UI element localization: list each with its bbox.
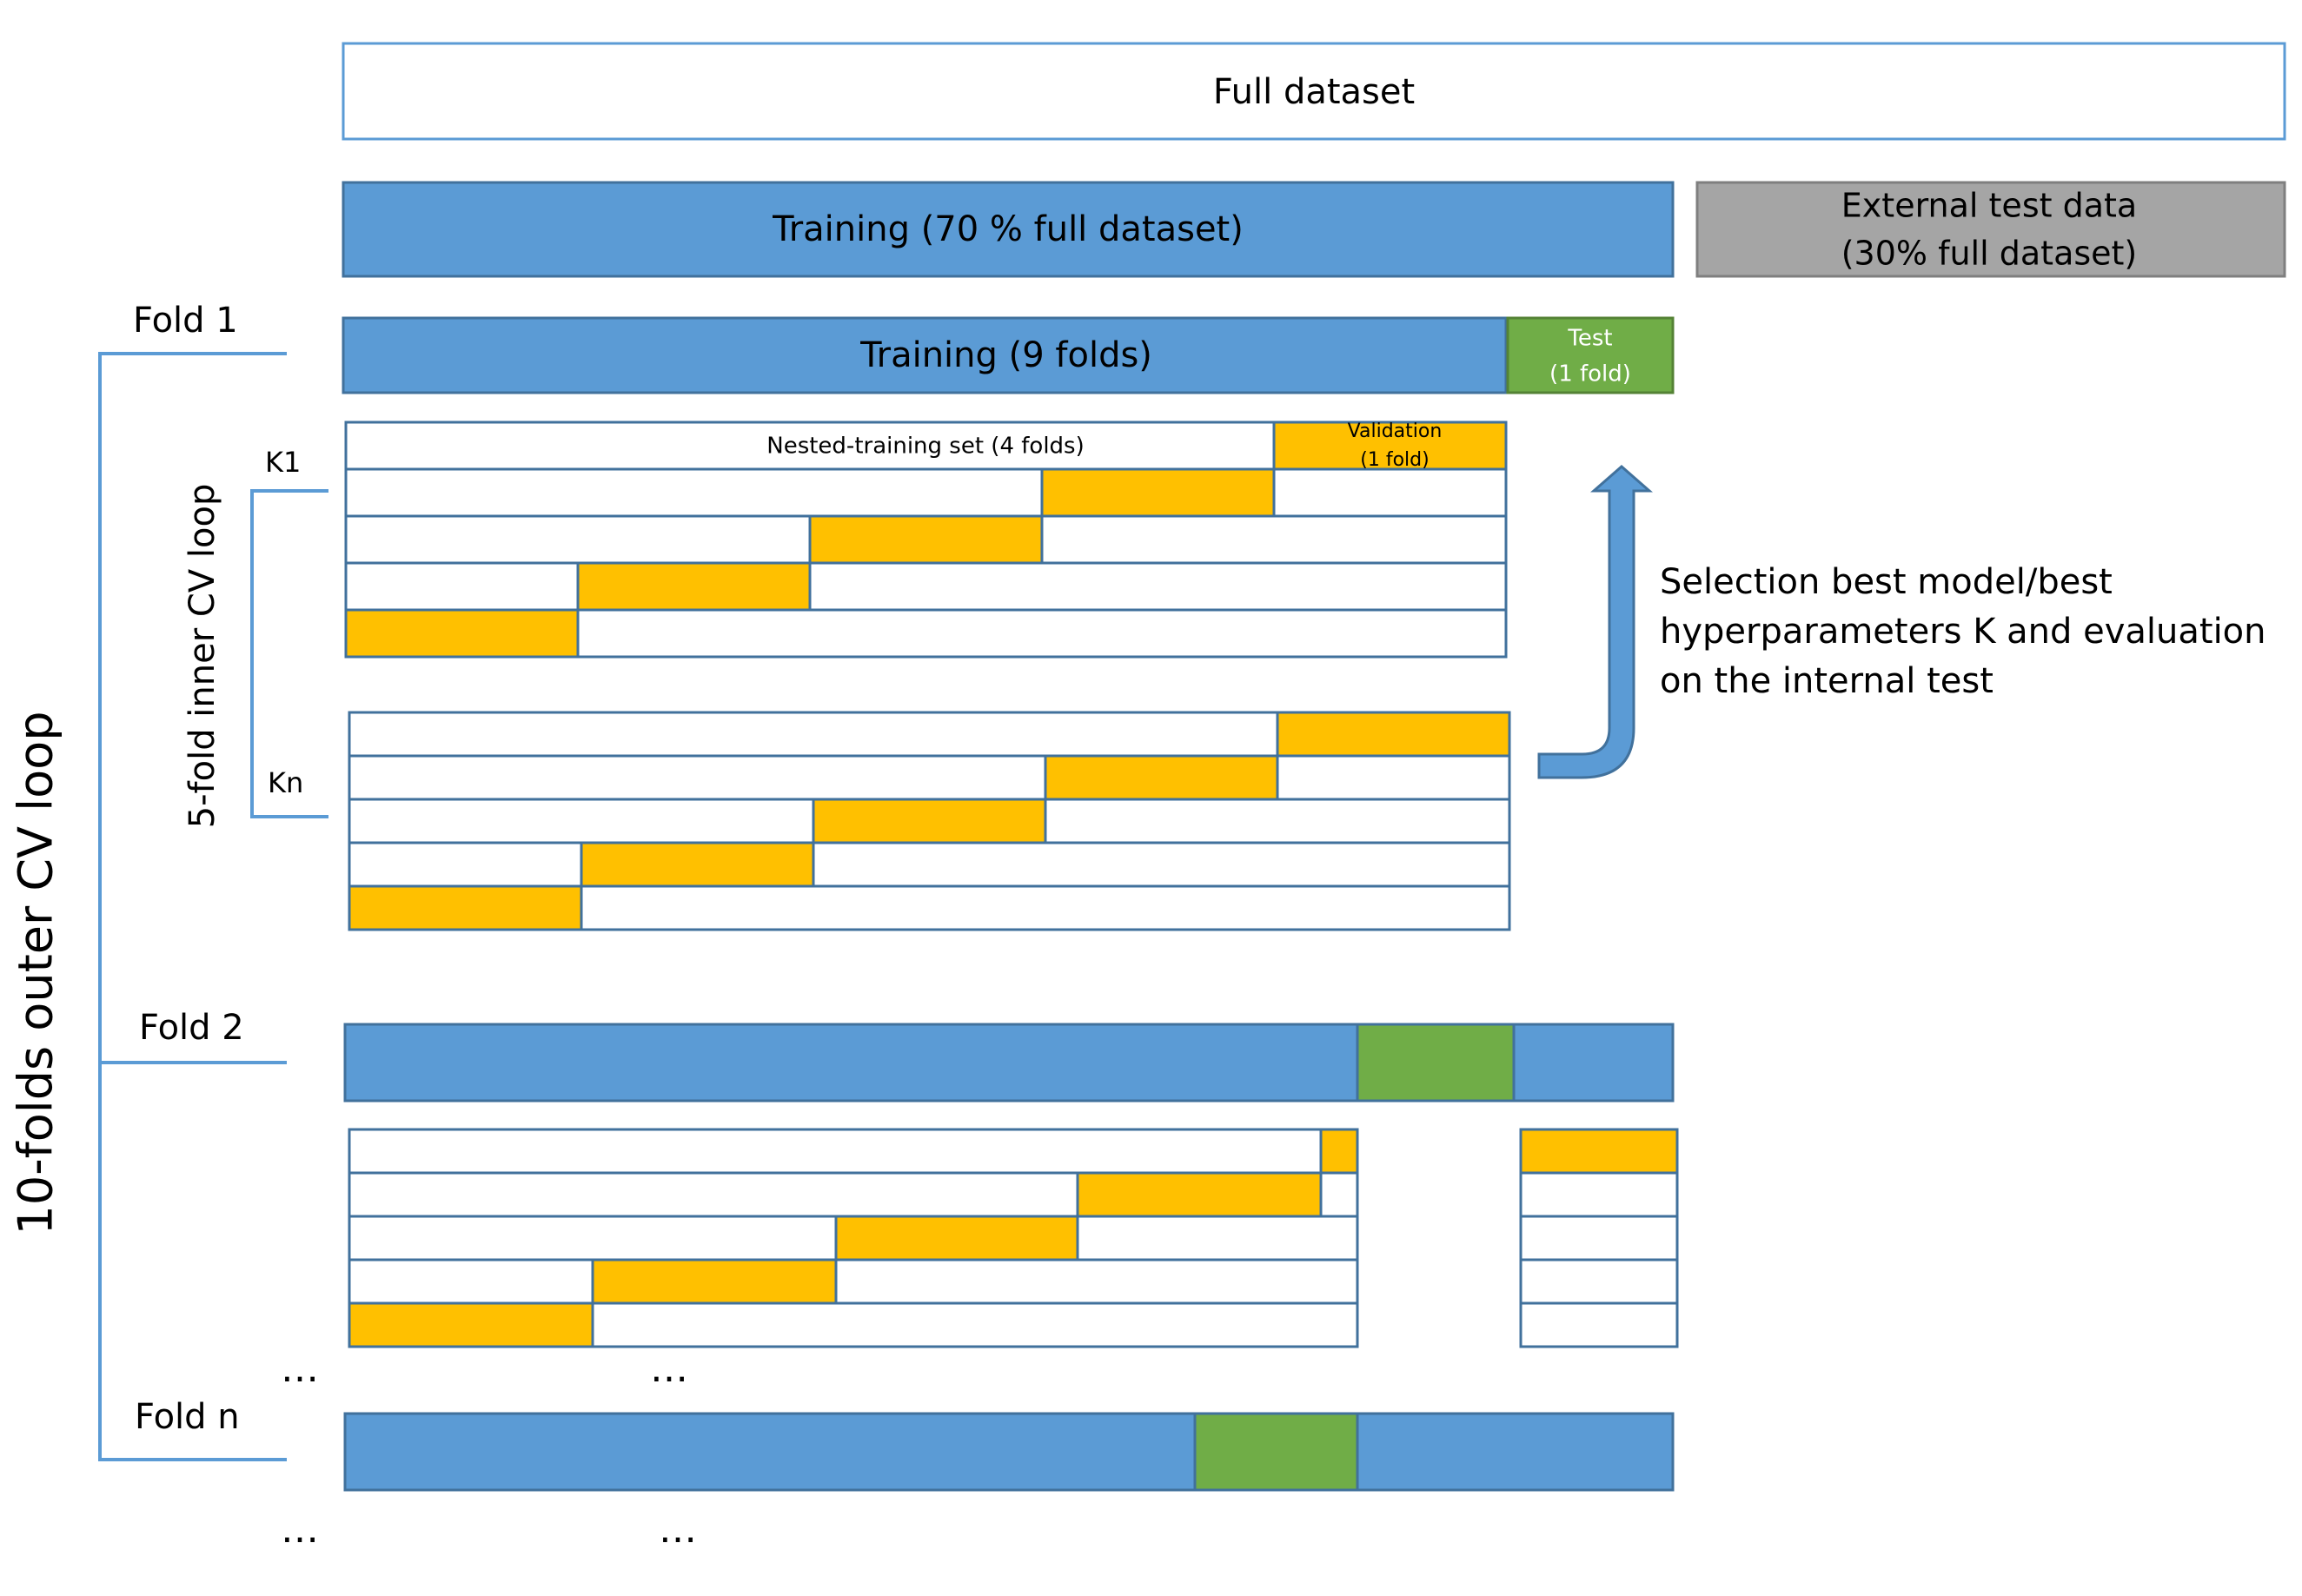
ellipsis-3: … (281, 1507, 319, 1552)
inner-cv-block-kn (348, 711, 1511, 931)
fold1-test-label-line1: Test (1567, 326, 1612, 352)
kn-validation-fold-1 (1276, 711, 1511, 758)
k1-label: K1 (265, 446, 301, 479)
k1-validation-fold-5 (344, 608, 580, 659)
k1-validation-fold-2 (1040, 467, 1276, 518)
fold2-row-4 (348, 1258, 1359, 1305)
fold2-training-left (343, 1023, 1359, 1103)
fold2-validation-fold-3 (834, 1215, 1079, 1262)
fold2-right-row-5 (1519, 1301, 1679, 1348)
fold1-training-label: Training (9 folds) (859, 335, 1152, 375)
selection-text-line3: on the internal test (1660, 661, 1994, 701)
ellipsis-4: … (659, 1507, 697, 1552)
selection-text-line1: Selection best model/best (1660, 562, 2113, 602)
external-test-label-line1: External test data (1841, 187, 2137, 225)
selection-arrow (1537, 465, 1653, 779)
fold2-test-box (1356, 1023, 1516, 1103)
outer-loop-bracket (98, 352, 287, 1461)
kn-row-2 (348, 754, 1511, 801)
external-test-box (1695, 181, 2286, 278)
fold2-validation-fold-4 (591, 1258, 838, 1305)
fold2-right-row-3 (1519, 1215, 1679, 1262)
fold2-validation-fold-5 (348, 1301, 594, 1348)
kn-label: Kn (268, 766, 303, 799)
inner-cv-block-fold2-right (1519, 1128, 1679, 1348)
fold2-right-row-1 (1519, 1128, 1679, 1175)
full-dataset-label: Full dataset (1213, 72, 1415, 112)
nested-training-label: Nested-training set (4 folds) (766, 434, 1085, 460)
foldn-label: Fold n (135, 1397, 240, 1437)
k1-validation-fold-4 (576, 561, 812, 612)
foldn-training-left (343, 1412, 1197, 1492)
ellipsis-2: … (650, 1347, 688, 1391)
outer-loop-label: 10-folds outer CV loop (9, 711, 63, 1235)
foldn-training-right (1356, 1412, 1675, 1492)
kn-validation-fold-4 (580, 841, 815, 888)
k1-validation-fold-3 (808, 514, 1044, 565)
fold2-label: Fold 2 (139, 1008, 244, 1048)
training-70-box (342, 181, 1675, 278)
kn-validation-fold-2 (1044, 754, 1279, 801)
inner-cv-block-fold2 (348, 1128, 1359, 1348)
k1-row-4 (344, 561, 1508, 612)
fold1-test-box (1506, 316, 1675, 394)
kn-row-4 (348, 841, 1511, 888)
foldn-test-box (1193, 1412, 1359, 1492)
fold1-test-label-line2: (1 fold) (1549, 361, 1631, 387)
fold1-label: Fold 1 (133, 301, 238, 341)
selection-text-line2: hyperparameters K and evaluation (1660, 612, 2266, 652)
fold2-right-row-2 (1519, 1171, 1679, 1218)
kn-validation-fold-5 (348, 884, 583, 931)
fold2-training-right (1512, 1023, 1675, 1103)
k1-row-2 (344, 467, 1508, 518)
inner-loop-label: 5-fold inner CV loop (182, 484, 222, 829)
fold2-validation-fold-2 (1076, 1171, 1323, 1218)
validation-label-line1: Validation (1348, 421, 1443, 442)
ellipsis-1: … (281, 1347, 319, 1391)
fold2-row-1 (348, 1128, 1359, 1175)
validation-label-line2: (1 fold) (1360, 449, 1429, 471)
training-70-label: Training (70 % full dataset) (772, 209, 1244, 249)
fold2-right-row-4 (1519, 1258, 1679, 1305)
fold1-training-box (342, 316, 1508, 394)
inner-cv-block-k1 (344, 421, 1508, 659)
kn-validation-fold-3 (812, 798, 1047, 844)
fold2-validation-fold-1 (1319, 1128, 1359, 1175)
full-dataset-box (342, 42, 2286, 141)
inner-loop-bracket (250, 489, 328, 818)
external-test-label-line2: (30% full dataset) (1841, 235, 2138, 273)
